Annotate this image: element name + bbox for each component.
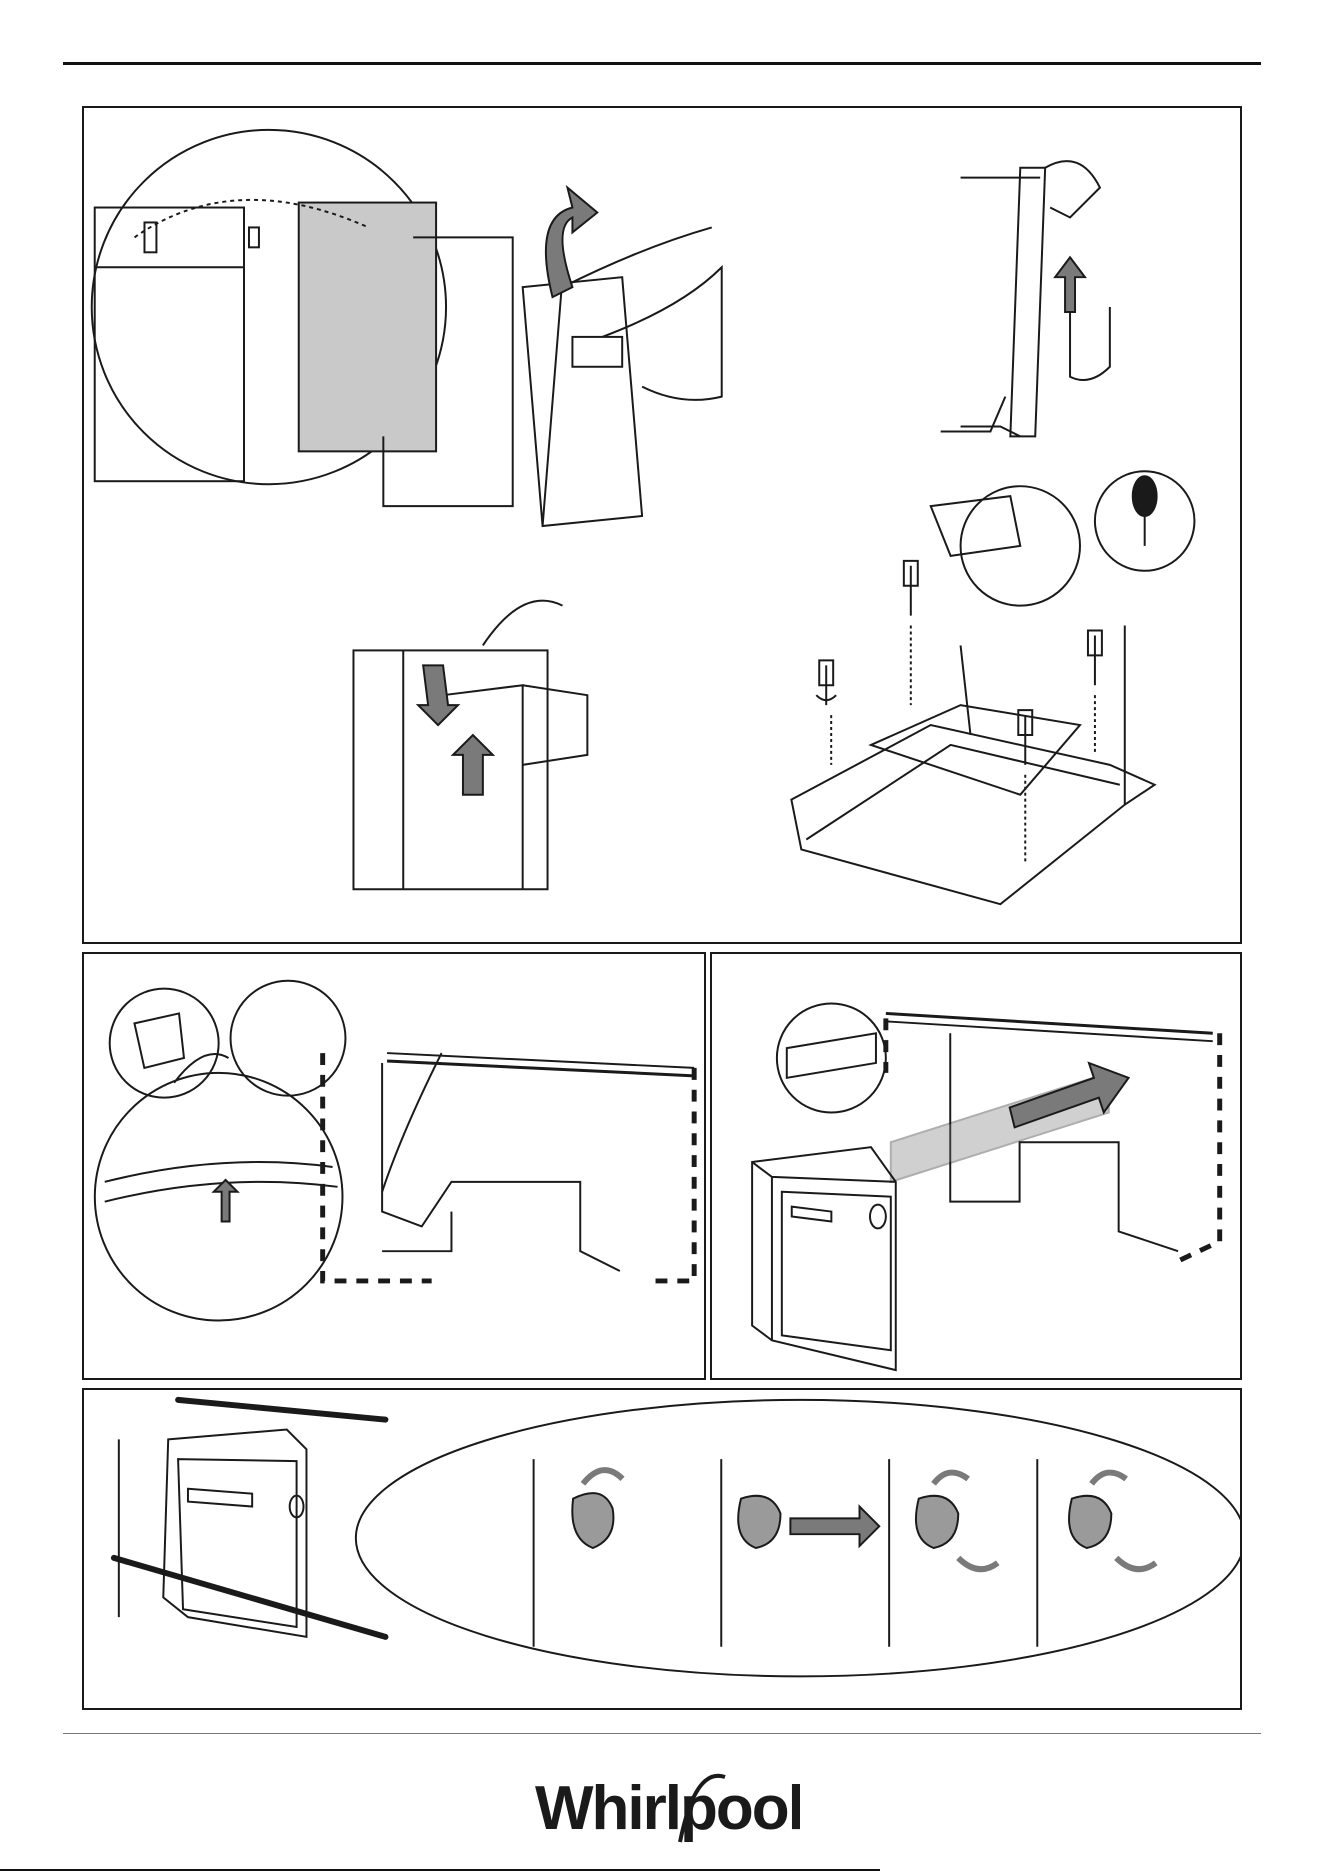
panel-slide-in <box>710 952 1242 1380</box>
panel-door-mounting <box>82 106 1242 944</box>
seal-detail-circle <box>777 1004 886 1113</box>
adhesive-detail-circle <box>95 1073 343 1321</box>
page-bottom-rule <box>0 1869 880 1871</box>
push-arrow-icon <box>790 1507 879 1547</box>
door-panel <box>299 203 436 452</box>
slide-in-illustration <box>712 954 1240 1378</box>
rotate-arrow-icon <box>583 1470 623 1484</box>
side-fixing-illustration <box>84 1390 1240 1708</box>
panel-adhesive-strip <box>82 952 706 1380</box>
cabinet-side <box>95 208 244 482</box>
panel-side-fixing <box>82 1388 1242 1710</box>
header-rule <box>63 62 1261 65</box>
whirlpool-logo-mark: Whirlpool <box>530 1757 800 1857</box>
svg-text:Whirlpool: Whirlpool <box>535 1774 800 1843</box>
door-mounting-illustration <box>84 108 1240 942</box>
fixing-detail-ellipse <box>356 1400 1240 1677</box>
footer-rule <box>63 1733 1261 1734</box>
adhesive-strip-illustration <box>84 954 704 1378</box>
whirlpool-logo: Whirlpool Whirlpool <box>530 1757 800 1857</box>
